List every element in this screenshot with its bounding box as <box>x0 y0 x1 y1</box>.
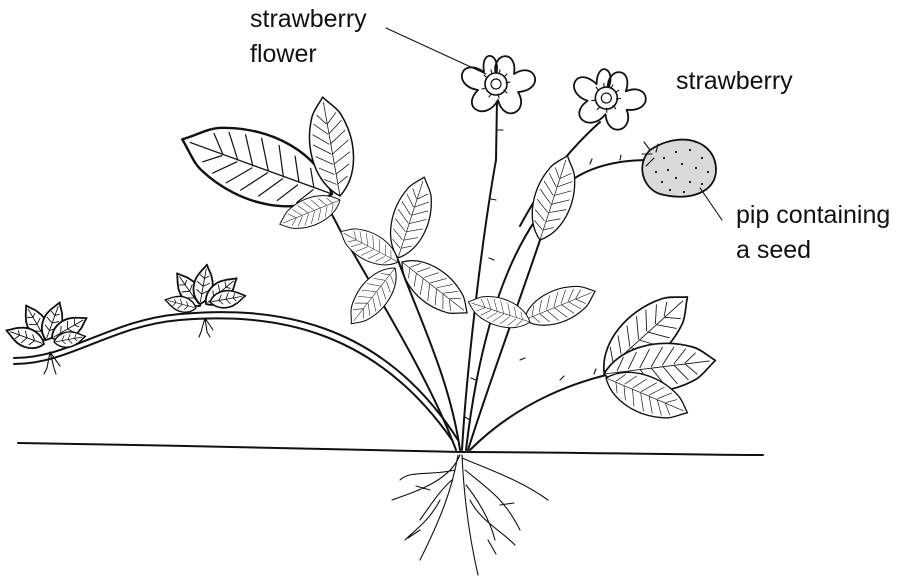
roots <box>392 455 548 575</box>
soil-surface-line <box>18 443 763 455</box>
runner-stem <box>14 312 458 440</box>
label-strawberry-flower-line2: flower <box>250 39 317 69</box>
label-pip-line2: a seed <box>736 235 811 265</box>
runner-plantlet-right <box>163 263 247 337</box>
strawberry-flower-1 <box>462 56 535 113</box>
strawberry-flower-2 <box>568 64 650 133</box>
label-strawberry: strawberry <box>676 66 793 96</box>
leader-line-pip <box>700 188 722 220</box>
strawberry-fruit <box>642 140 716 197</box>
label-pip-line1: pip containing <box>736 200 890 230</box>
leader-line-flower <box>386 28 486 74</box>
runner-plantlet-left <box>3 299 91 374</box>
label-strawberry-flower-line1: strawberry <box>250 4 367 34</box>
